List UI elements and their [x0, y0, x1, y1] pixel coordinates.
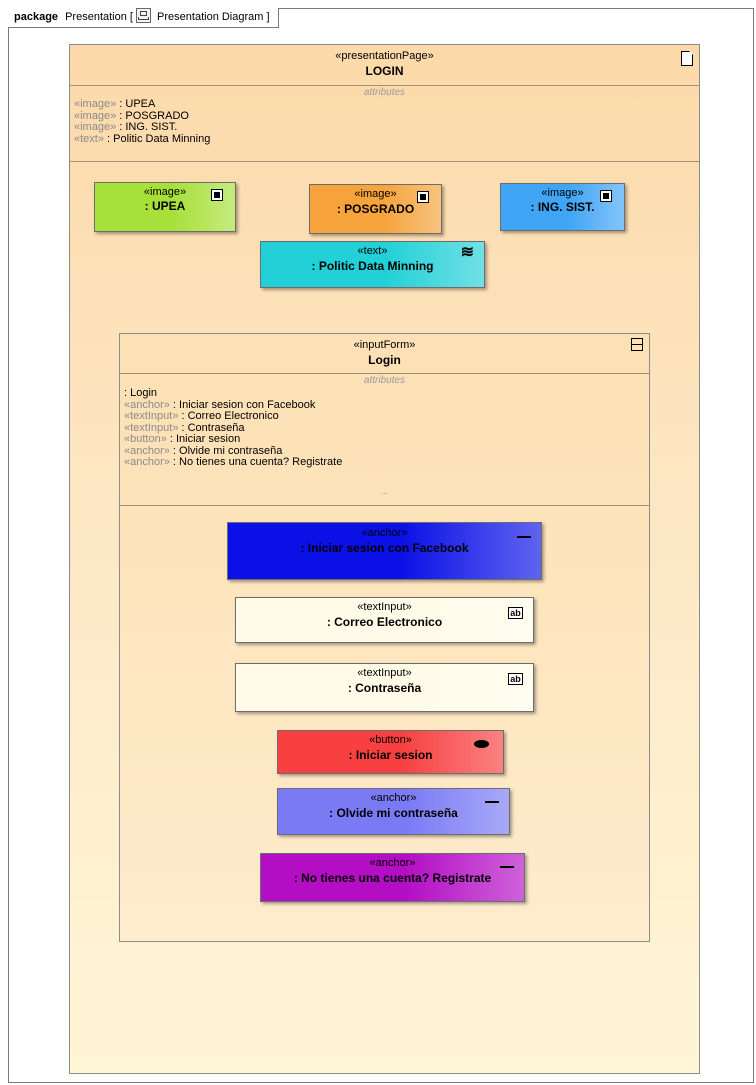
package-name: Presentation	[65, 11, 127, 23]
page-attributes-list: «image» : UPEA «image» : POSGRADO «image…	[74, 98, 211, 146]
form-attributes-list: : Login «anchor» : Iniciar sesion con Fa…	[124, 387, 343, 469]
page-stereotype: «presentationPage»	[335, 50, 434, 62]
form-attribute[interactable]: «anchor» : Olvide mi contraseña	[124, 444, 342, 458]
anchor-iniciar-sesion-facebook[interactable]: «anchor» : Iniciar sesion con Facebook	[227, 522, 542, 580]
attr-stereotype: «image»	[74, 98, 117, 110]
anchor-no-tienes-cuenta-registrate[interactable]: «anchor» : No tienes una cuenta? Registr…	[260, 853, 525, 902]
form-attribute[interactable]: «anchor» : Iniciar sesion con Facebook	[124, 398, 342, 412]
element-stereotype: «image»	[143, 186, 187, 198]
element-name: : No tienes una cuenta? Registrate	[293, 871, 492, 885]
element-stereotype: «anchor»	[361, 527, 408, 539]
page-attribute[interactable]: «image» : ING. SIST.	[74, 121, 210, 134]
attr-stereotype: «anchor»	[124, 398, 170, 411]
attr-text: : Login	[124, 387, 158, 399]
anchor-icon	[500, 866, 514, 868]
page-attribute[interactable]: «image» : UPEA	[74, 98, 210, 111]
form-stereotype: «inputForm»	[353, 339, 416, 351]
attr-stereotype: «text»	[74, 132, 104, 145]
form-attribute[interactable]: «textInput» : Correo Electronico	[124, 410, 342, 423]
text-input-correo-electronico[interactable]: «textInput» : Correo Electronico ab	[235, 597, 534, 643]
page-document-icon	[681, 51, 693, 66]
button-icon	[474, 740, 489, 748]
diagram-name: Presentation Diagram	[157, 11, 264, 23]
text-politic-data-minning[interactable]: «text» : Politic Data Minning ≋	[260, 241, 485, 288]
form-attributes-ellipsis: ...	[380, 486, 389, 496]
element-stereotype: «textInput»	[357, 601, 412, 613]
image-icon	[417, 191, 429, 203]
package-frame	[8, 8, 754, 1083]
page-attributes-separator	[70, 161, 699, 162]
page-header-separator	[70, 85, 699, 86]
attr-stereotype: «image»	[74, 121, 117, 133]
attr-text: : Correo Electronico	[178, 410, 279, 422]
element-name: : UPEA	[144, 199, 186, 213]
form-header: «inputForm» Login	[120, 334, 649, 367]
diagram-icon	[135, 8, 151, 23]
page-header: «presentationPage» LOGIN	[70, 45, 699, 78]
form-attribute[interactable]: «textInput» : Contraseña	[124, 421, 342, 435]
attr-stereotype: «button»	[124, 433, 167, 445]
text-input-contrasena[interactable]: «textInput» : Contraseña ab	[235, 663, 534, 712]
element-name: : Iniciar sesion con Facebook	[300, 541, 469, 555]
form-title: Login	[368, 353, 401, 367]
page-attribute[interactable]: «image» : POSGRADO	[74, 109, 210, 123]
attr-text: : POSGRADO	[116, 109, 189, 122]
image-ing-sist[interactable]: «image» : ING. SIST.	[500, 183, 625, 231]
page-attribute[interactable]: «text» : Politic Data Minning	[74, 132, 211, 146]
attr-stereotype: «anchor»	[124, 444, 170, 457]
text-input-icon: ab	[508, 607, 523, 619]
attr-text: : Olvide mi contraseña	[169, 444, 283, 457]
element-name: : Contraseña	[347, 681, 422, 695]
element-name: : Olvide mi contraseña	[329, 806, 458, 820]
attr-text: : Contraseña	[178, 421, 245, 434]
attr-text: : Politic Data Minning	[103, 132, 211, 145]
attr-stereotype: «textInput»	[124, 410, 179, 422]
element-stereotype: «image»	[354, 188, 397, 200]
package-frame-tab: package Presentation [ Presentation Diag…	[8, 8, 279, 28]
element-stereotype: «anchor»	[370, 792, 417, 804]
attr-stereotype: «textInput»	[124, 421, 179, 434]
image-icon	[211, 189, 223, 201]
button-iniciar-sesion[interactable]: «button» : Iniciar sesion	[277, 730, 504, 774]
element-stereotype: «button»	[369, 734, 412, 746]
bracket-open: [	[129, 11, 133, 23]
page-title: LOGIN	[365, 64, 404, 78]
form-attribute[interactable]: «anchor» : No tienes una cuenta? Registr…	[124, 456, 343, 469]
form-attributes-title: attributes	[363, 375, 406, 386]
attr-text: : Iniciar sesion con Facebook	[169, 398, 316, 411]
element-name: : ING. SIST.	[530, 200, 595, 214]
image-icon	[600, 190, 612, 202]
attr-text: : No tienes una cuenta? Registrate	[169, 456, 343, 468]
package-keyword: package	[14, 11, 59, 23]
form-header-separator	[120, 373, 649, 374]
element-name: : Correo Electronico	[326, 615, 443, 629]
text-input-icon: ab	[508, 673, 523, 685]
image-posgrado[interactable]: «image» : POSGRADO	[309, 184, 442, 234]
form-attributes-separator	[120, 505, 649, 506]
text-wave-icon: ≋	[460, 244, 474, 261]
anchor-icon	[485, 801, 499, 803]
image-upea[interactable]: «image» : UPEA	[94, 182, 236, 232]
element-stereotype: «text»	[357, 245, 388, 257]
attr-stereotype: «image»	[74, 109, 117, 122]
page-attributes-title: attributes	[363, 87, 406, 98]
element-name: : Politic Data Minning	[311, 259, 434, 273]
attr-stereotype: «anchor»	[124, 456, 170, 468]
input-form-icon	[631, 338, 643, 351]
attr-text: : Iniciar sesion	[166, 433, 241, 445]
attr-text: : UPEA	[116, 98, 156, 110]
anchor-icon	[517, 536, 531, 538]
anchor-olvide-mi-contrasena[interactable]: «anchor» : Olvide mi contraseña	[277, 788, 510, 835]
element-stereotype: «textInput»	[357, 667, 412, 679]
element-name: : POSGRADO	[336, 202, 415, 216]
element-stereotype: «image»	[541, 187, 584, 199]
element-name: : Iniciar sesion	[348, 748, 433, 762]
bracket-close: ]	[266, 11, 270, 23]
form-attribute[interactable]: «button» : Iniciar sesion	[124, 433, 342, 446]
element-stereotype: «anchor»	[369, 857, 416, 869]
attr-text: : ING. SIST.	[116, 121, 178, 133]
form-attribute[interactable]: : Login	[124, 387, 342, 400]
